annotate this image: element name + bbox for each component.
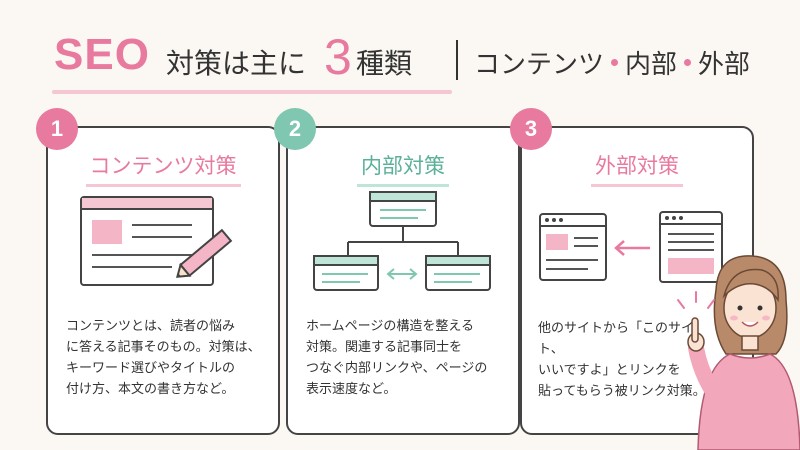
title-part1: 対策は主に bbox=[166, 47, 307, 80]
card-title: 外部対策 bbox=[522, 150, 752, 187]
title-separator bbox=[456, 40, 458, 80]
title-part2: 種類 bbox=[356, 47, 413, 80]
subtitle-content: コンテンツ bbox=[474, 50, 605, 80]
card-number-badge: 1 bbox=[36, 108, 78, 150]
pencil-icon bbox=[176, 228, 233, 278]
subtitle-external: 外部 bbox=[698, 50, 751, 80]
title-subtitle: コンテンツ 内部 外部 bbox=[474, 44, 750, 81]
page-title: SEO 対策は主に 3 種類 コンテンツ 内部 外部 bbox=[0, 28, 800, 94]
title-underline bbox=[52, 90, 452, 94]
card-description: 他のサイトから「このサイト、 いいですよ」とリンクを 貼ってもらう被リンク対策。 bbox=[538, 321, 706, 399]
card-number-badge: 2 bbox=[274, 108, 316, 150]
subtitle-dot bbox=[611, 59, 619, 66]
card-number-badge: 3 bbox=[510, 108, 552, 150]
card-description: コンテンツとは、読者の悩み に答える記事そのもの。対策は、 キーワード選びやタイ… bbox=[66, 319, 261, 397]
subtitle-dot bbox=[684, 59, 692, 66]
card-internal-seo: 内部対策 ホームページの構造を整える 対策。関連する記事同士を つなぐ内部リンク… bbox=[286, 126, 520, 435]
woman-pointing-illustration bbox=[677, 255, 800, 450]
link-arrow-icon bbox=[539, 211, 723, 283]
card-content-seo: コンテンツ対策 コンテンツとは、読者の悩み に答える記事そのもの。対策は、 キー… bbox=[46, 126, 280, 435]
subtitle-internal: 内部 bbox=[625, 50, 678, 80]
title-seo: SEO bbox=[54, 30, 150, 79]
card-description: ホームページの構造を整える 対策。関連する記事同士を つなぐ内部リンクや、ページ… bbox=[306, 319, 488, 397]
sitemap-icon bbox=[313, 191, 491, 291]
card-title: コンテンツ対策 bbox=[48, 150, 278, 187]
title-number: 3 bbox=[324, 29, 352, 85]
browser-window-icon bbox=[80, 196, 214, 286]
card-title: 内部対策 bbox=[288, 150, 518, 187]
